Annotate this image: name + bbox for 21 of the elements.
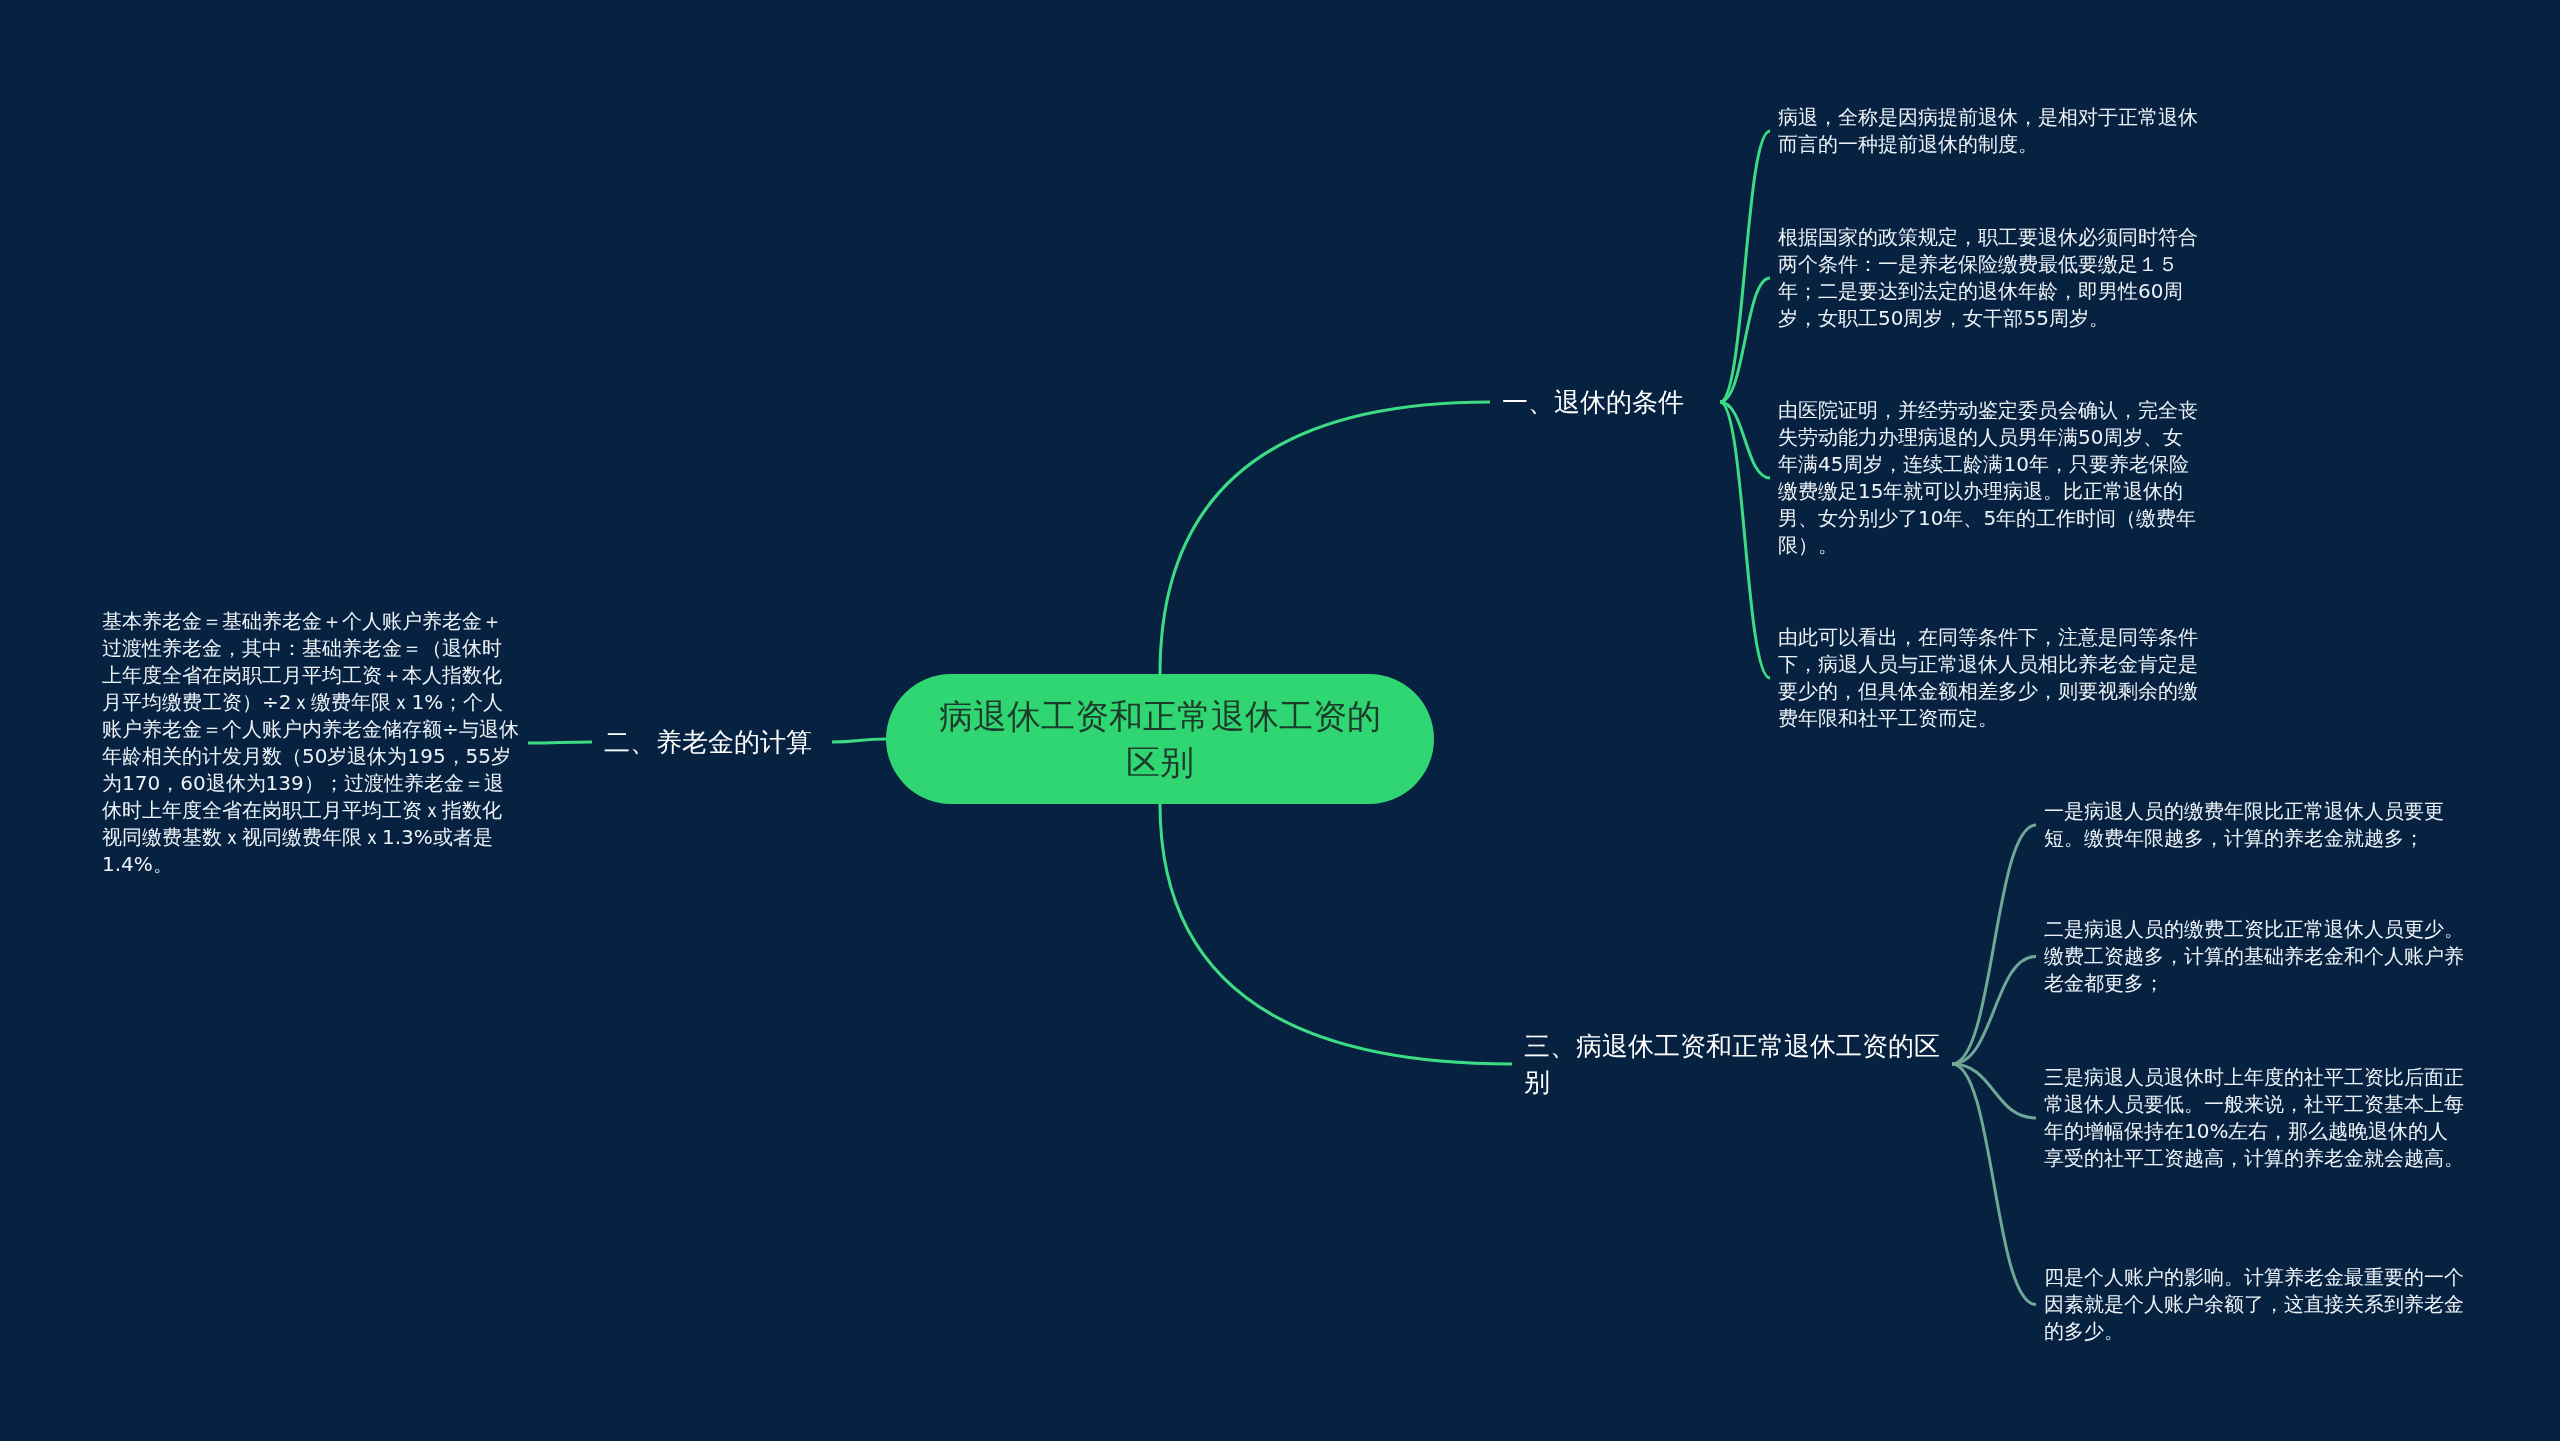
connector-line (1951, 1062, 2037, 1306)
note-text: 三是病退人员退休时上年度的社平工资比后面正常退休人员要低。一般来说，社平工资基本上每年的增幅保持在10%左右，那么越晚退休的人享受的社平工资越高，计算的养老金就会越高。 (2036, 1060, 2472, 1176)
connector-line (1719, 276, 1771, 404)
connector-line (832, 737, 886, 744)
connector-line (1158, 400, 1491, 675)
connector-line (1158, 803, 1513, 1066)
note-text: 根据国家的政策规定，职工要退休必须同时符合两个条件：一是养老保险缴费最低要缴足１５年；二是要达到法定的退休年龄，即男性60周岁，女职工50周岁，女干部55周岁。 (1770, 220, 2206, 336)
note-text: 病退，全称是因病提前退休，是相对于正常退休而言的一种提前退休的制度。 (1770, 100, 2206, 162)
connector-line (528, 740, 592, 745)
note-text: 一是病退人员的缴费年限比正常退休人员要更短。缴费年限越多，计算的养老金就越多； (2036, 794, 2472, 856)
connector-line (1718, 400, 1772, 680)
note-text: 由此可以看出，在同等条件下，注意是同等条件下，病退人员与正常退休人员相比养老金肯定是要少的，但具体金额相差多少，则要视剩余的缴费年限和社平工资而定。 (1770, 620, 2206, 736)
branch-topic: 一、退休的条件 (1490, 380, 1720, 424)
note-text: 二是病退人员的缴费工资比正常退休人员更少。缴费工资越多，计算的基础养老金和个人账户养老金都更多； (2036, 912, 2472, 1001)
central-topic: 病退休工资和正常退休工资的区别 (886, 674, 1434, 804)
note-text: 基本养老金＝基础养老金＋个人账户养老金＋过渡性养老金，其中：基础养老金＝（退休时上年度全省在岗职工月平均工资＋本人指数化月平均缴费工资）÷2ｘ缴费年限ｘ1%；个人账户养老金＝个人账户内养老金储存额÷与退休年龄相关的计发月数（50岁退休为195，55岁为170，60退休为139）；过渡性养老金＝退休时上年度全省在岗职工月平均工资ｘ指数化视同缴费基数ｘ视同缴费年限ｘ1.3%或者是1.4%。 (94, 604, 528, 882)
branch-topic: 二、养老金的计算 (592, 720, 832, 764)
branch-topic: 三、病退休工资和正常退休工资的区别 (1512, 1024, 1952, 1104)
note-text: 由医院证明，并经劳动鉴定委员会确认，完全丧失劳动能力办理病退的人员男年满50周岁、女年满45周岁，连续工龄满10年，只要养老保险缴费缴足15年就可以办理病退。比正常退休的男、女分别少了10年、5年的工作时间（缴费年限）。 (1770, 393, 2206, 563)
note-text: 四是个人账户的影响。计算养老金最重要的一个因素就是个人账户余额了，这直接关系到养老金的多少。 (2036, 1260, 2472, 1349)
connector-line (1951, 955, 2037, 1066)
